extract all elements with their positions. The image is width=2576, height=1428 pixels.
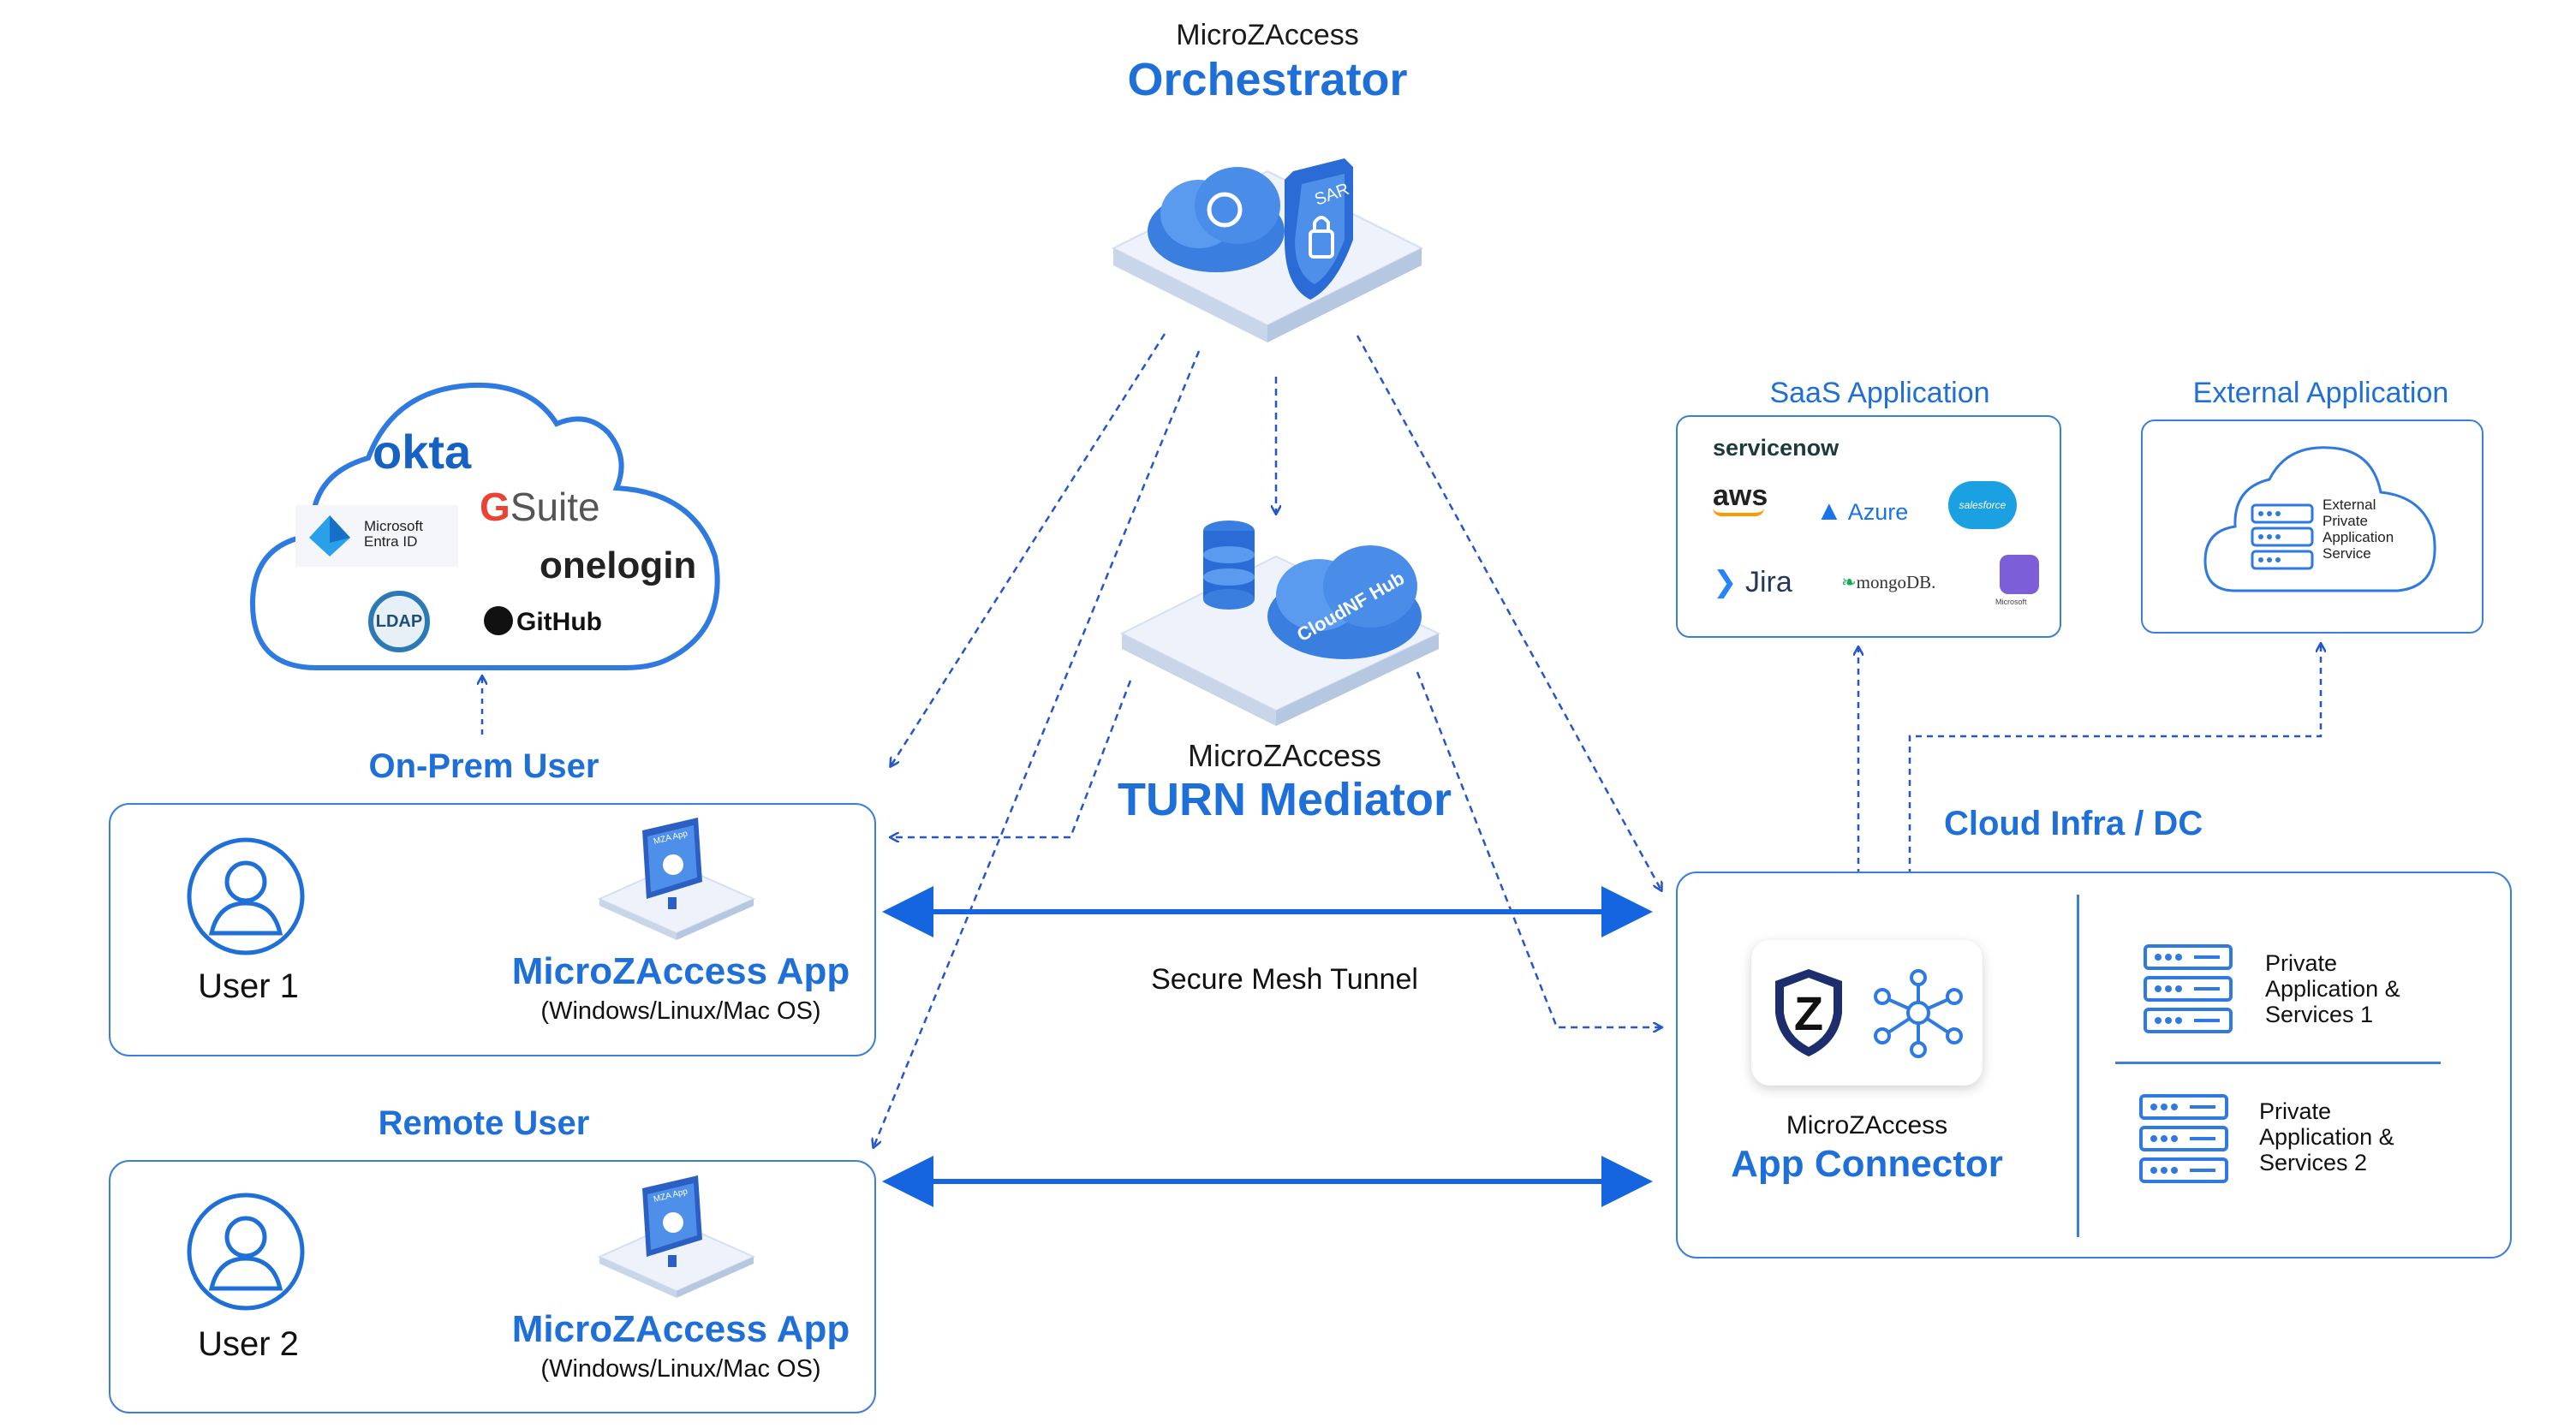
turn-brand: MicroZAccess (1187, 738, 1382, 773)
server-icon-1 (2144, 944, 2233, 1033)
app-connector-card: Z (1751, 940, 1983, 1086)
azure-logo: ▲ Azure (1816, 495, 1908, 527)
server-icon-2 (2139, 1094, 2228, 1183)
okta-logo: okta (373, 425, 472, 479)
onprem-app-title: MicroZAccess App (511, 950, 850, 992)
tunnel-label: Secure Mesh Tunnel (1151, 963, 1418, 996)
mza-app-icon-2: MZA App (597, 1175, 756, 1298)
z-shield-icon: Z (1775, 969, 1842, 1056)
onelogin-logo: onelogin (540, 544, 697, 586)
microsoft-text: Microsoft (1995, 598, 2027, 606)
service1-text: Private Application & Services 1 (2265, 950, 2400, 1027)
entra-logo: Microsoft Entra ID (295, 505, 458, 567)
azure-text: Azure (1847, 499, 1909, 525)
external-cloud-icon (2203, 446, 2436, 592)
orchestrator-to-connector-line (1356, 335, 1661, 890)
mongodb-logo: ❧mongoDB. (1841, 572, 1935, 593)
network-hub-icon (1874, 969, 1963, 1058)
onprem-app-os: (Windows/Linux/Mac OS) (540, 997, 821, 1025)
jira-logo: ❯ Jira (1713, 565, 1792, 599)
user2-label: User 2 (198, 1325, 299, 1363)
user2-avatar-icon (187, 1193, 305, 1311)
github-logo: GitHub (484, 606, 602, 637)
github-icon (484, 606, 513, 635)
connector-brand: MicroZAccess (1786, 1111, 1948, 1139)
orchestrator-icon: SAR (1111, 158, 1424, 342)
z-letter: Z (1794, 986, 1823, 1040)
jira-text: Jira (1744, 566, 1792, 598)
connector-title: App Connector (1731, 1143, 2003, 1185)
gsuite-text: Suite (510, 485, 600, 529)
idp-cloud (249, 382, 720, 670)
cloud-title: Cloud Infra / DC (1944, 805, 2203, 842)
orchestrator-title: Orchestrator (1127, 54, 1408, 105)
connector-to-external-line (1908, 644, 2321, 942)
ldap-logo: LDAP (368, 591, 430, 652)
service2-text: Private Application & Services 2 (2259, 1098, 2394, 1175)
saas-title: SaaS Application (1769, 377, 1990, 409)
aws-smile-icon (1713, 508, 1764, 516)
onprem-title: On-Prem User (368, 747, 599, 785)
external-title: External Application (2192, 377, 2449, 409)
turn-hub-icon: CloudNF Hub (1119, 521, 1441, 726)
google-g-icon: G (480, 485, 510, 529)
user1-avatar-icon (187, 837, 305, 955)
orchestrator-to-onprem-line (891, 333, 1166, 766)
github-text: GitHub (516, 608, 602, 636)
gsuite-logo: GSuite (480, 484, 600, 530)
salesforce-logo: salesforce (1948, 481, 2017, 529)
servicenow-logo: servicenow (1713, 435, 1840, 461)
aws-logo: aws (1713, 479, 1768, 516)
entra-text: Microsoft Entra ID (364, 518, 423, 550)
remote-app-title: MicroZAccess App (511, 1308, 850, 1350)
orchestrator-brand: MicroZAccess (1176, 19, 1359, 51)
entra-icon (309, 515, 350, 556)
aws-text: aws (1713, 479, 1768, 512)
mongodb-text: mongoDB. (1856, 572, 1936, 592)
user1-label: User 1 (198, 967, 299, 1005)
azure-icon: ▲ (1816, 495, 1843, 526)
onprem-panel (109, 803, 876, 1056)
jira-icon: ❯ (1713, 566, 1738, 598)
turn-title: TURN Mediator (1118, 774, 1452, 825)
cloud-divider-horizontal (2115, 1062, 2441, 1064)
external-service-text: External Private Application Service (2323, 497, 2394, 562)
microsoft365-icon (2000, 555, 2039, 594)
remote-title: Remote User (378, 1104, 590, 1142)
mongodb-leaf-icon: ❧ (1841, 572, 1857, 592)
mza-app-icon-1: MZA App (597, 818, 756, 940)
remote-app-os: (Windows/Linux/Mac OS) (540, 1355, 821, 1383)
cloud-divider-vertical (2077, 895, 2079, 1237)
